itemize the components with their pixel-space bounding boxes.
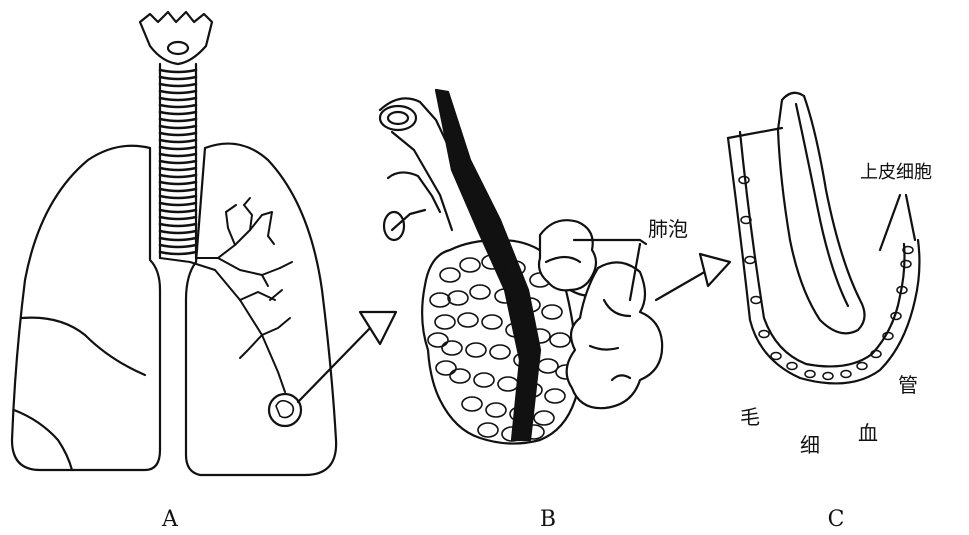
alveolus-cell — [435, 315, 455, 329]
alveolus-cell — [450, 369, 470, 383]
blood-cell — [745, 257, 755, 264]
trachea-ring — [160, 217, 196, 219]
blood-cell — [771, 353, 781, 360]
open-alveoli — [539, 220, 662, 408]
alveolus-cell — [534, 411, 554, 425]
trachea-ring — [160, 203, 196, 205]
trachea-ring — [160, 119, 196, 121]
blood-cell — [823, 373, 833, 380]
trachea-ring — [160, 196, 196, 198]
arrow-b-to-c — [656, 254, 730, 300]
trachea-ring — [160, 154, 196, 156]
alveolus-wall-figure — [728, 93, 919, 384]
blood-cell — [759, 331, 769, 338]
arrow-a-to-b — [298, 312, 396, 402]
trachea-ring — [160, 84, 196, 86]
trachea-ring — [160, 70, 196, 72]
blood-cell — [805, 371, 815, 378]
alveolus-cell — [538, 359, 558, 373]
trachea-ring — [160, 161, 196, 163]
alveolus-cell — [542, 305, 562, 319]
alveolus-cell — [430, 293, 450, 307]
alveolus-cell — [550, 333, 570, 347]
blood-cell — [841, 371, 851, 378]
trachea-ring — [160, 238, 196, 240]
trachea-ring — [160, 126, 196, 128]
blood-cell — [857, 363, 867, 370]
alveolus-cell — [478, 423, 498, 437]
lungs-figure — [12, 12, 396, 475]
alveolus-cell — [428, 333, 448, 347]
trachea-ring — [160, 105, 196, 107]
trachea-ring — [160, 182, 196, 184]
panel-b-label: B — [540, 507, 556, 532]
trachea-ring — [160, 210, 196, 212]
blood-cell — [787, 363, 797, 370]
larynx — [140, 12, 212, 64]
alveolus-cell — [460, 258, 480, 272]
alveolus-cell — [545, 389, 565, 403]
epithelial-cell-label: 上皮细胞 — [860, 162, 932, 183]
trachea-ring — [160, 140, 196, 142]
panel-a-label: A — [161, 507, 179, 532]
trachea-ring — [160, 91, 196, 93]
left-lung — [12, 146, 160, 470]
trachea-ring — [160, 231, 196, 233]
alveolus-cell — [448, 291, 468, 305]
alveolus-cell — [436, 361, 456, 375]
panel-c-label: C — [828, 507, 845, 532]
trachea-ring — [160, 112, 196, 114]
blood-cell — [901, 261, 911, 268]
capillary-char-1: 毛 — [740, 405, 760, 429]
trachea-ring — [160, 77, 196, 79]
alveolus-cell — [442, 341, 462, 355]
capillary-char-3: 血 — [858, 421, 878, 445]
alveolus-cell — [470, 285, 490, 299]
alveolus-magnify-circle — [269, 394, 301, 426]
alveolus-cell — [466, 343, 486, 357]
trachea-ring — [160, 175, 196, 177]
trachea-ring — [160, 245, 196, 247]
trachea-ring — [160, 168, 196, 170]
alveolus-cell — [474, 373, 494, 387]
capillary-char-2: 细 — [800, 433, 820, 457]
alveolus-cell — [482, 315, 502, 329]
alveoli-figure — [380, 90, 730, 444]
blood-cell — [751, 297, 761, 304]
trachea-ring — [160, 224, 196, 226]
trachea-ring — [160, 189, 196, 191]
alveolus-wall — [778, 93, 865, 334]
alveolus-cell — [486, 403, 506, 417]
alveolus-label: 肺泡 — [648, 217, 688, 241]
alveolus-cell — [498, 377, 518, 391]
alveolus-cell — [462, 397, 482, 411]
trachea — [160, 64, 196, 258]
alveolus-cell — [458, 313, 478, 327]
trachea-ring — [160, 133, 196, 135]
trachea-ring — [160, 98, 196, 100]
trachea-ring — [160, 147, 196, 149]
capillary-char-4: 管 — [898, 373, 918, 397]
alveolus-cell — [490, 345, 510, 359]
right-lung — [186, 144, 336, 475]
trachea-ring — [160, 252, 196, 254]
alveolus-cell — [440, 268, 460, 282]
